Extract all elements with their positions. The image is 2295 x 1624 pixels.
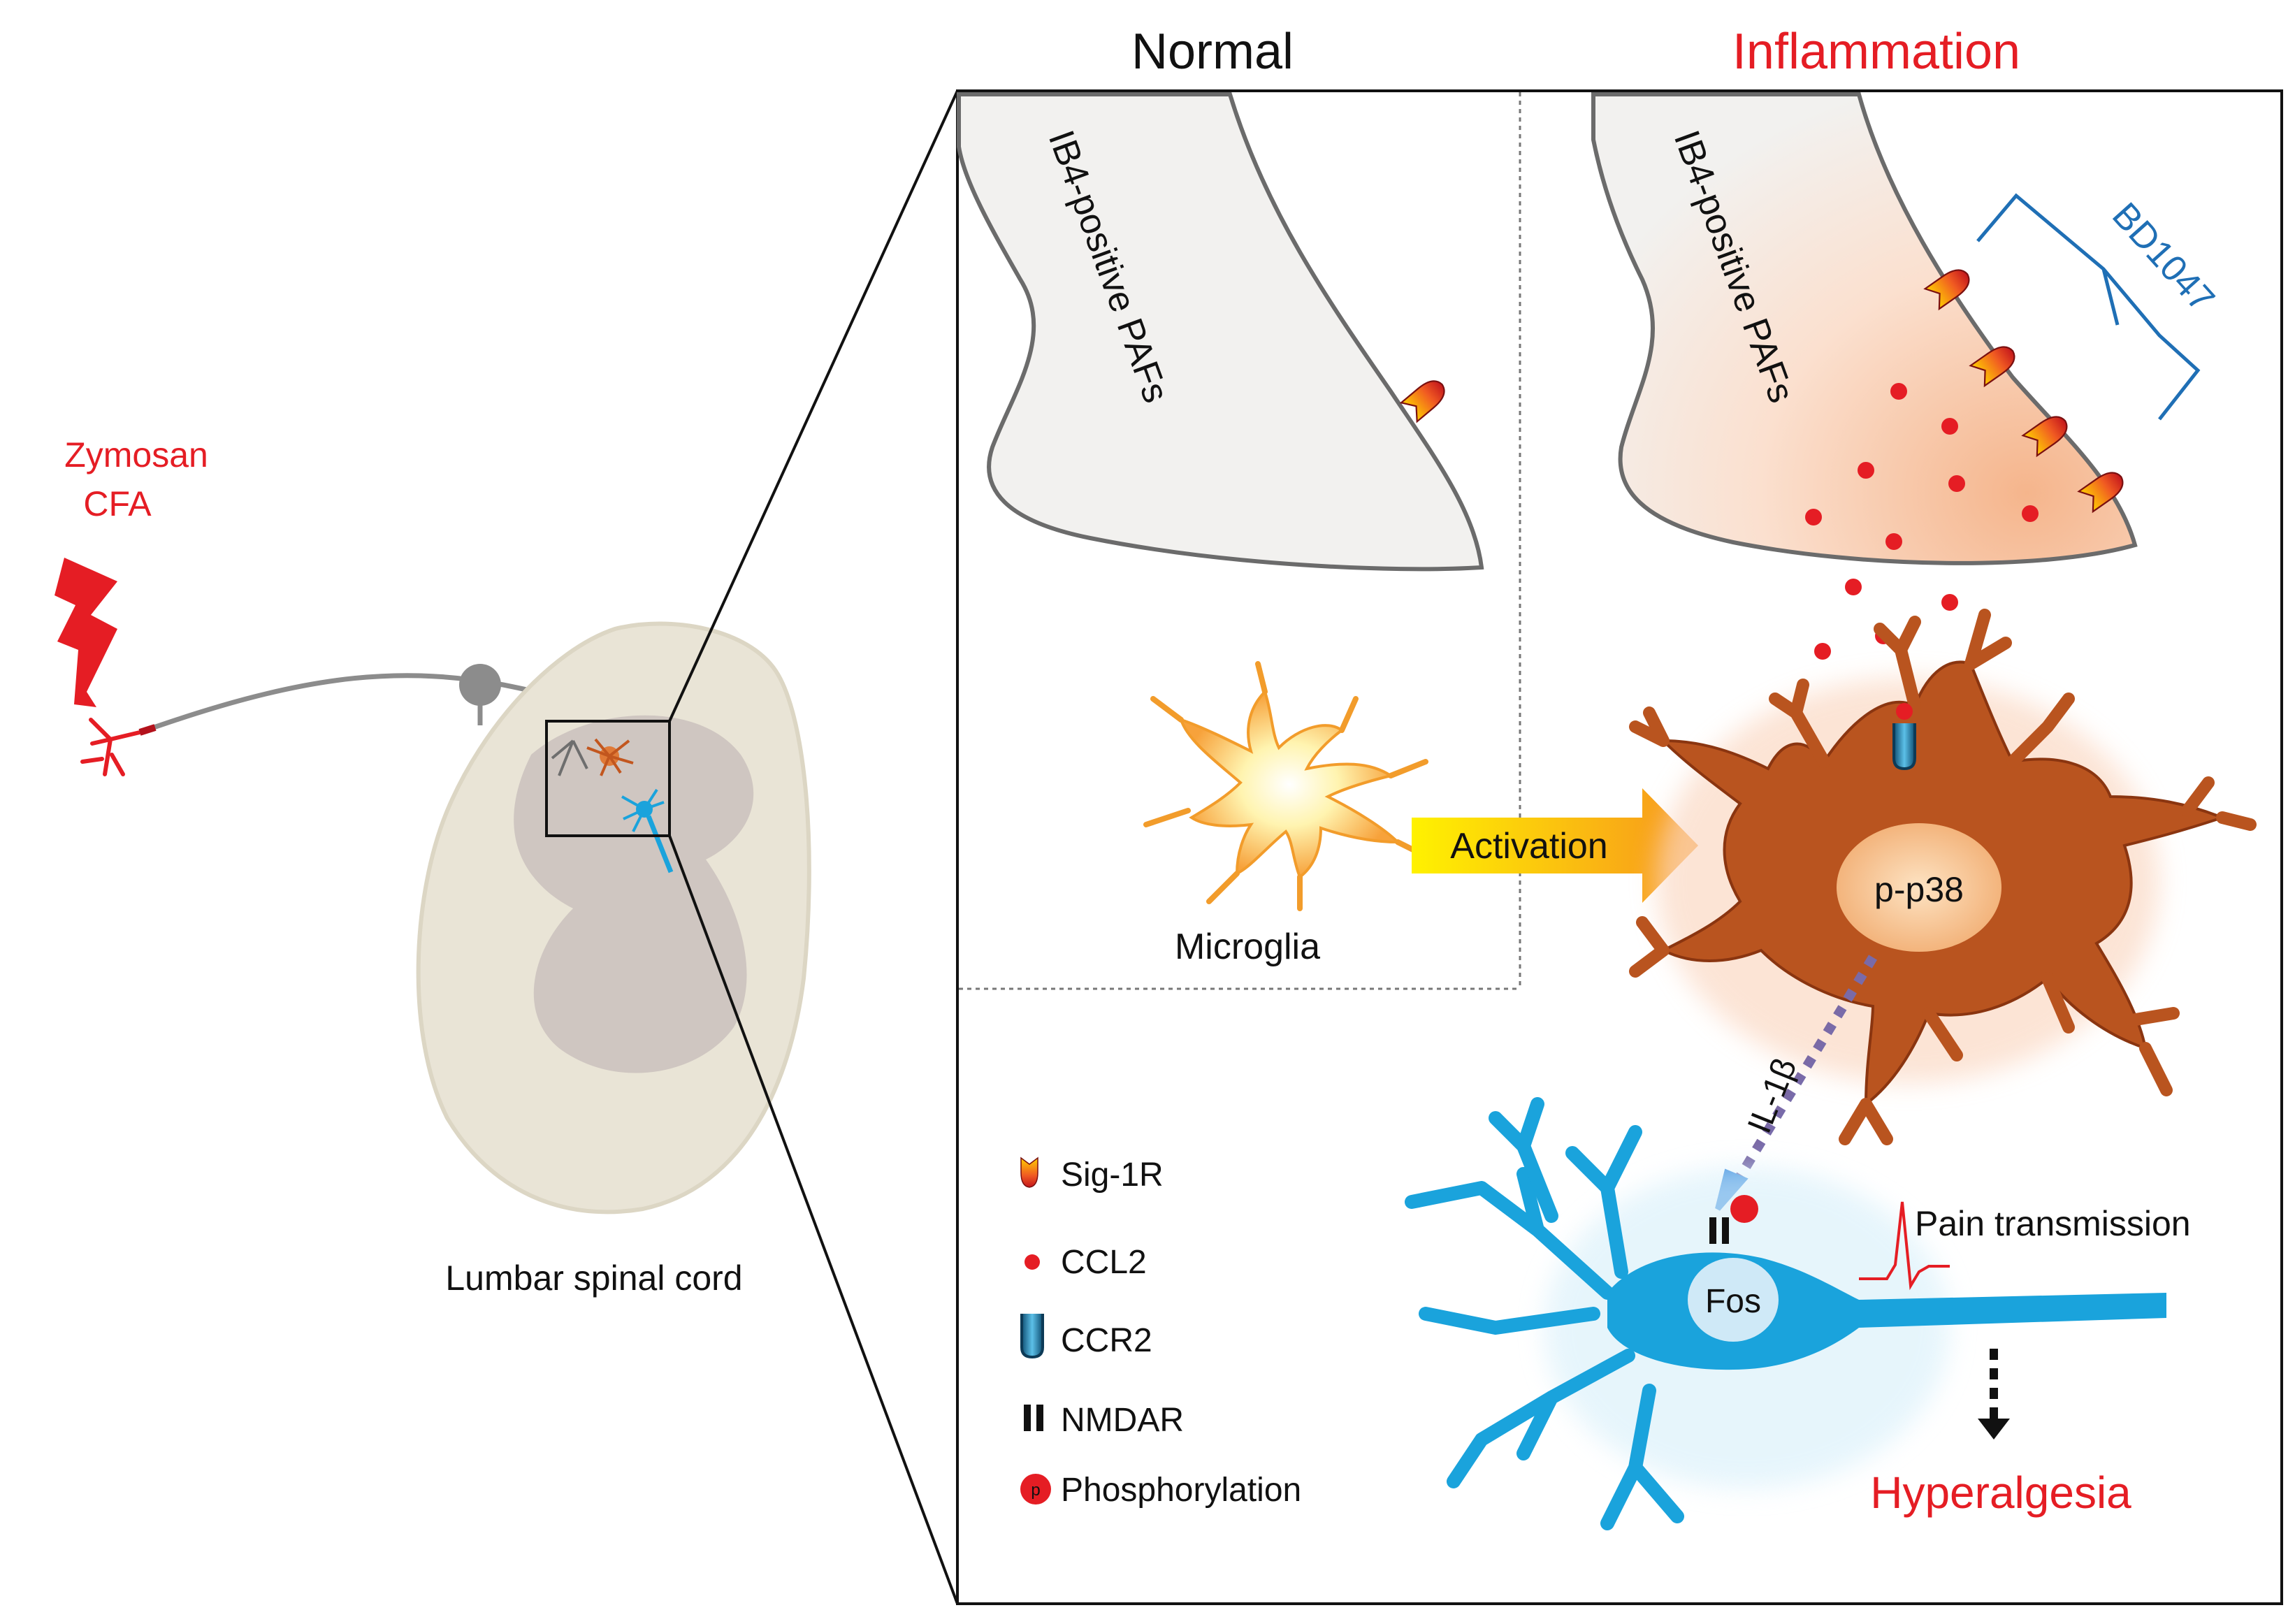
ccr2-receptor-icon <box>1892 723 1916 771</box>
activation-arrow <box>1412 788 1698 903</box>
ccl2-dot <box>1845 579 1862 595</box>
ccl2-dot <box>1885 533 1902 550</box>
legend-phosphorylation-symbol: p <box>1031 1481 1040 1500</box>
spinal-cord-label: Lumbar spinal cord <box>445 1259 742 1298</box>
neuron-nucleus <box>1688 1258 1779 1342</box>
zoom-region-box <box>545 720 671 837</box>
zoom-line-top <box>668 90 959 722</box>
stimulus-line2: CFA <box>83 484 152 523</box>
legend-label-phosphorylation: Phosphorylation <box>1061 1472 1301 1509</box>
ccl2-dot <box>1941 594 1958 611</box>
ccl2-dot <box>1814 643 1831 660</box>
drg-cell-body-icon <box>459 664 501 706</box>
legend-phosphorylation-icon <box>1020 1474 1051 1505</box>
il1b-arrow <box>1729 955 1877 1191</box>
resting-microglia-icon <box>1143 661 1435 911</box>
pain-transmission-label: Pain transmission <box>1915 1204 2191 1243</box>
spinal-neuron-mini-icon <box>621 788 674 873</box>
legend-label-ccl2: CCL2 <box>1061 1244 1147 1281</box>
legend-label-nmdar: NMDAR <box>1061 1402 1184 1439</box>
legend-label-sig1r: Sig-1R <box>1061 1157 1164 1194</box>
spinal-cord-illustration <box>416 621 811 1215</box>
ccl2-dots <box>1805 383 2039 720</box>
ccl2-bound-dot <box>1896 703 1913 720</box>
ccl2-dot <box>1948 475 1965 492</box>
spinal-microglia-mini-icon <box>586 738 634 776</box>
legend: Sig-1R CCL2 CCR2 NMDAR p Phosphorylation <box>1020 1157 1301 1509</box>
header-normal: Normal <box>1131 24 1294 80</box>
stimulus-line1: Zymosan <box>64 435 208 474</box>
bd1047-bracket <box>1976 193 2201 421</box>
header-inflammation: Inflammation <box>1732 24 2020 80</box>
ccl2-dot <box>2022 505 2039 522</box>
nmdar-on-neuron-icon <box>1709 1217 1729 1244</box>
microglia-nucleus <box>1837 823 2001 952</box>
afferent-fiber-inflamed <box>1591 92 2138 565</box>
afferent-terminal-mini-icon <box>551 739 588 776</box>
lightning-bolt-icon <box>55 558 117 707</box>
ccl2-dot <box>1890 383 1907 400</box>
legend-label-ccr2: CCR2 <box>1061 1322 1152 1359</box>
microglia-label: Microglia <box>1175 927 1320 967</box>
legend-ccl2-icon <box>1025 1254 1040 1270</box>
ccl2-dot <box>1941 418 1958 435</box>
ccl2-dot <box>1858 462 1874 479</box>
activation-label: Activation <box>1450 826 1607 867</box>
action-potential-trace-icon <box>1859 1201 1950 1291</box>
hyperalgesia-label: Hyperalgesia <box>1870 1467 2131 1518</box>
activated-microglia-icon <box>1629 609 2257 1145</box>
legend-ccr2-icon <box>1020 1314 1044 1359</box>
ccl2-dot <box>1805 509 1822 525</box>
fos-label: Fos <box>1705 1283 1761 1320</box>
nociceptor-terminal-icon <box>80 718 142 776</box>
dorsal-horn-neuron-icon <box>1405 1097 2166 1530</box>
afferent-fiber-normal <box>957 92 1484 572</box>
phospho-on-neuron-icon <box>1730 1195 1758 1223</box>
legend-nmdar-icon <box>1024 1405 1043 1431</box>
zoom-line-bottom <box>668 835 959 1604</box>
p-p38-label: p-p38 <box>1874 870 1964 909</box>
